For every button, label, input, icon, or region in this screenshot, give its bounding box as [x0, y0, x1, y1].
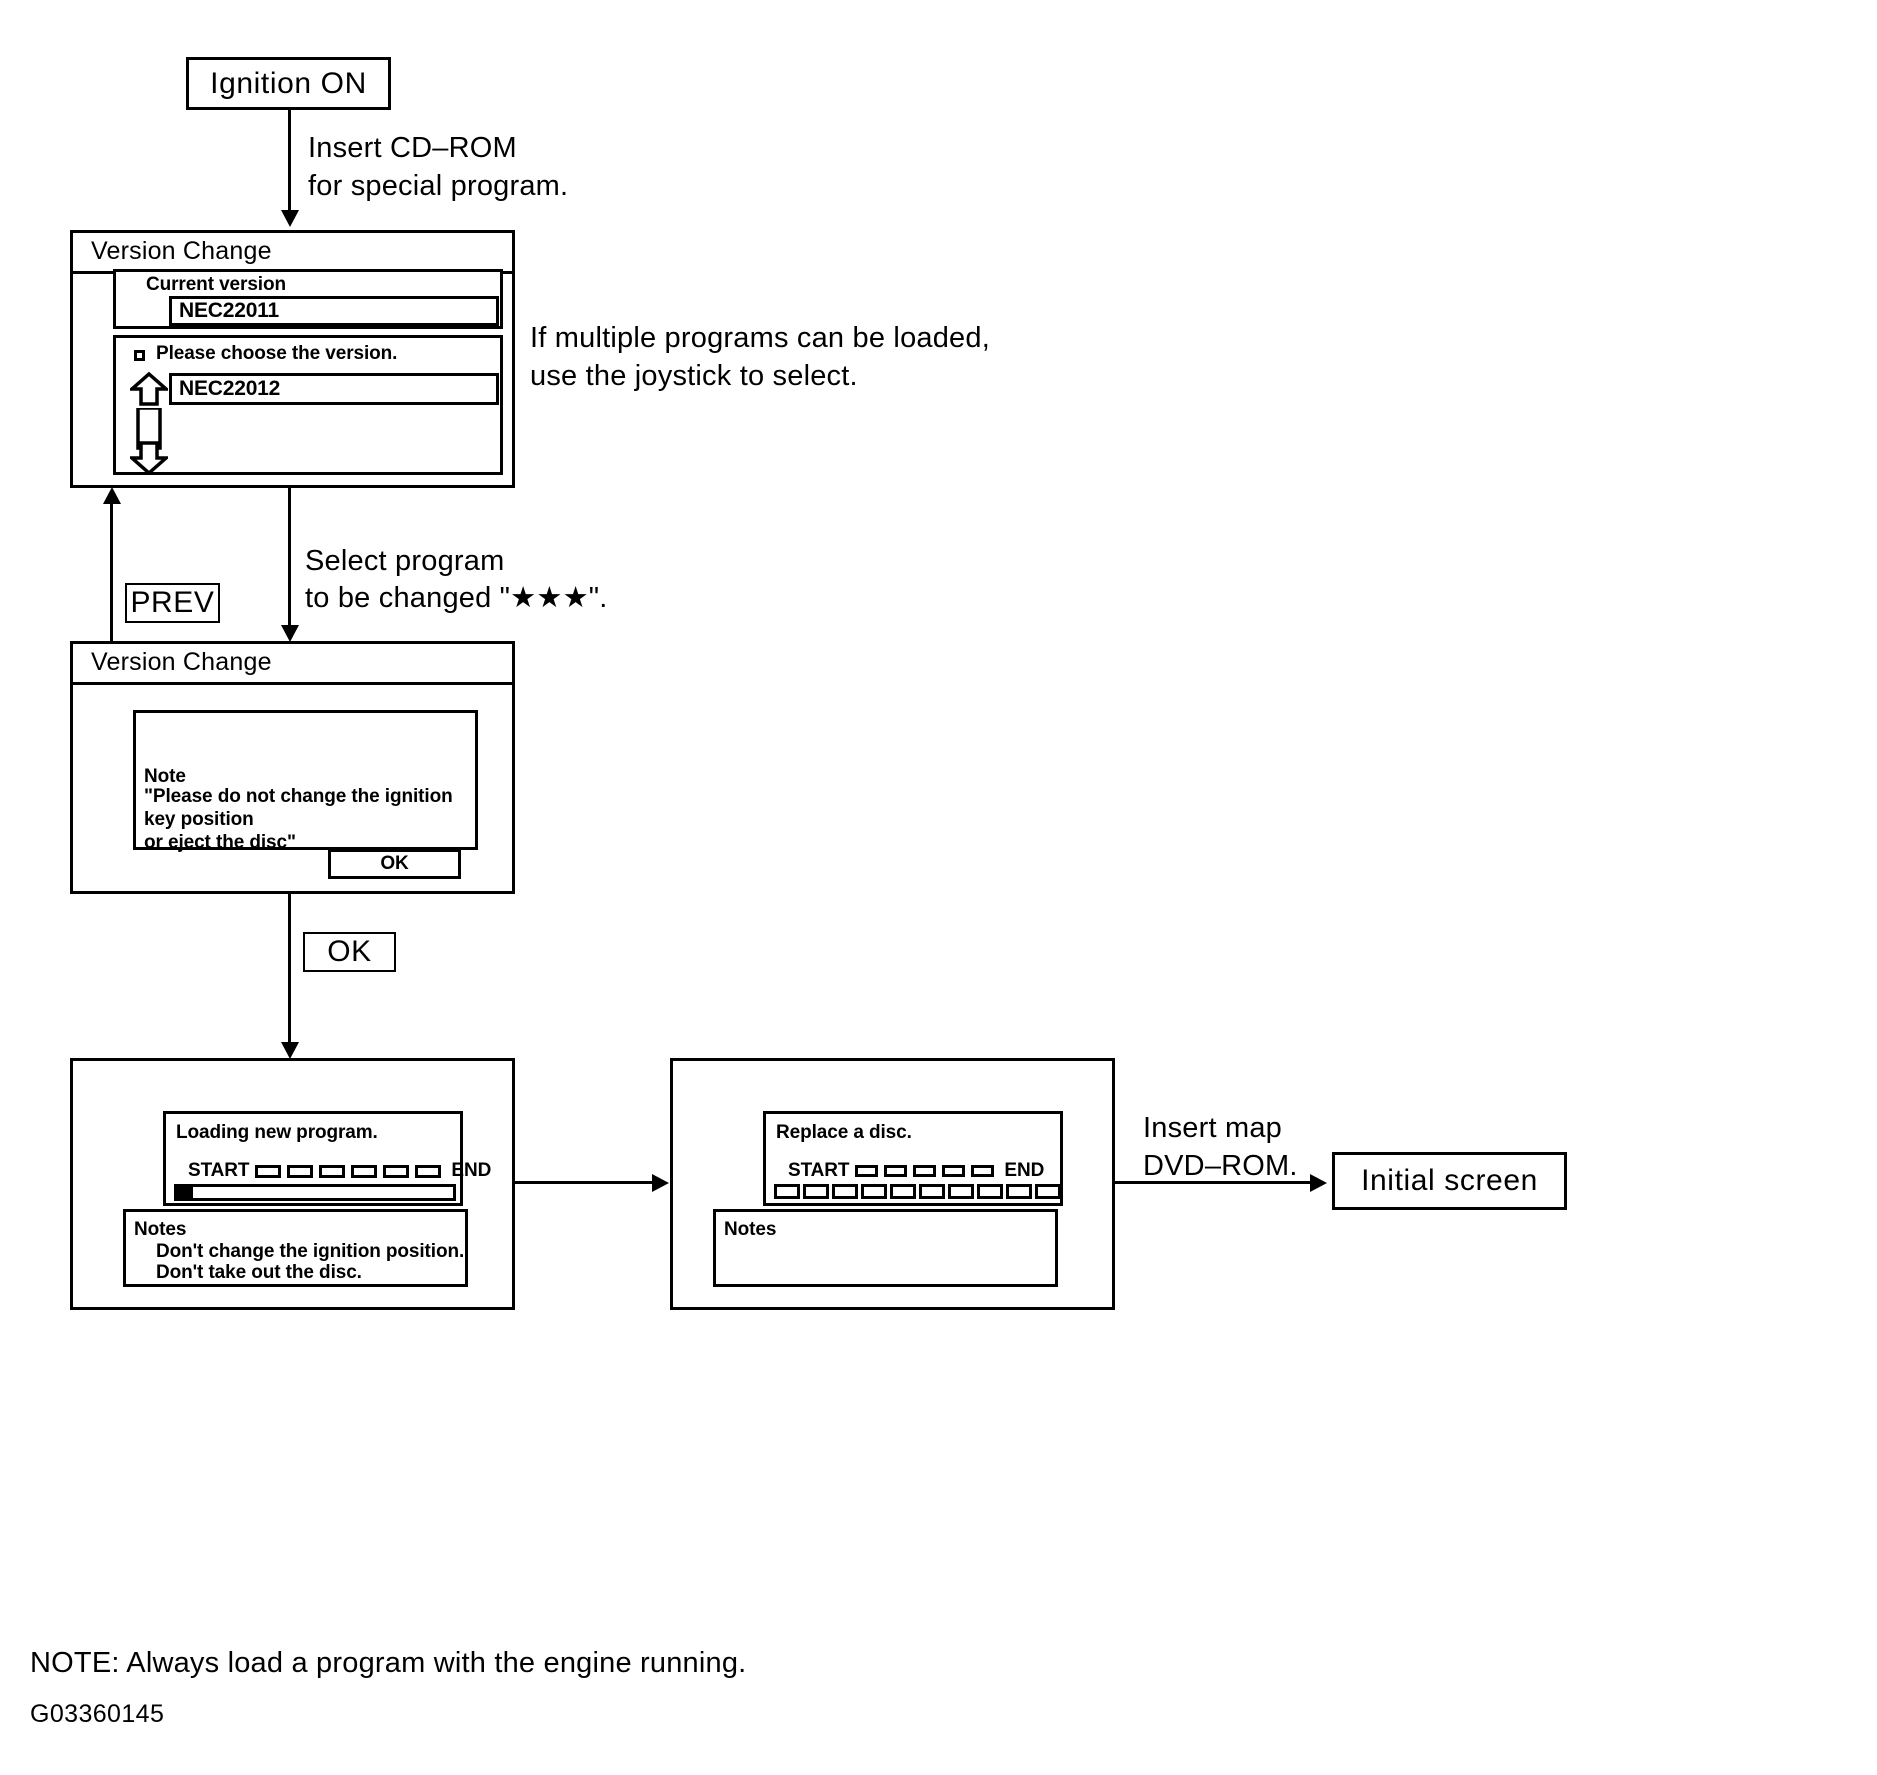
replace-end-label: END — [1004, 1160, 1045, 1181]
bullet-square-icon — [134, 350, 145, 361]
footer-note: NOTE: Always load a program with the eng… — [30, 1647, 747, 1679]
note-ok-button[interactable]: OK — [328, 849, 461, 879]
ok-flow-label: OK — [327, 935, 372, 968]
ignition-on-label: Ignition ON — [210, 66, 367, 100]
loading-panel: Loading new program. START END — [163, 1111, 491, 1206]
progress-segment — [884, 1165, 908, 1177]
progress-block — [832, 1184, 858, 1199]
loading-message: Loading new program. — [176, 1122, 378, 1143]
selected-version-field[interactable]: NEC22012 — [169, 373, 499, 405]
footer-doc-id: G03360145 — [30, 1700, 165, 1728]
progress-segment — [913, 1165, 937, 1177]
note-body: "Please do not change the ignition key p… — [144, 786, 453, 854]
progress-segment — [287, 1164, 314, 1178]
note-panel: Note "Please do not change the ignition … — [133, 710, 478, 853]
screen-replace-disc: Replace a disc. START END — [670, 1058, 1115, 1310]
replace-progress-segments: START END — [788, 1160, 1044, 1182]
initial-screen-box: Initial screen — [1332, 1152, 1567, 1210]
progress-block — [1006, 1184, 1032, 1199]
annotation-insert-cdrom: Insert CD–ROM for special program. — [308, 132, 569, 202]
progress-segment — [942, 1165, 966, 1177]
connector-replace-to-initial — [1115, 1181, 1315, 1184]
arrow-loading-to-replace — [652, 1174, 669, 1192]
prev-button[interactable]: PREV — [125, 583, 220, 623]
arrow-replace-to-initial — [1310, 1174, 1327, 1192]
connector-select-to-note — [288, 488, 291, 628]
choose-version-group: Please choose the version. NEC22012 — [113, 335, 503, 475]
annotation-select-program-text: Select program to be changed "★★★". — [305, 544, 608, 615]
connector-ignition-to-version — [288, 110, 291, 213]
current-version-field: NEC22011 — [169, 296, 499, 326]
replace-panel: Replace a disc. START END — [763, 1111, 1063, 1206]
screen-version-select: Version Change Current version NEC22011 … — [70, 230, 515, 488]
progress-block — [919, 1184, 945, 1199]
arrow-select-to-note — [281, 625, 299, 642]
screen-note-dialog-title: Version Change — [73, 644, 512, 685]
arrow-ignition-to-version — [281, 210, 299, 227]
progress-block — [977, 1184, 1003, 1199]
progress-block — [803, 1184, 829, 1199]
loading-start-label: START — [188, 1160, 250, 1181]
loading-progress-segments: START END — [188, 1160, 491, 1182]
connector-note-to-loading — [288, 894, 291, 1054]
progress-block — [774, 1184, 800, 1199]
replace-progress-blocks — [774, 1184, 1061, 1199]
arrow-prev-return — [103, 487, 121, 504]
note-heading: Note — [144, 766, 186, 787]
current-version-label: Current version — [146, 274, 286, 295]
connector-loading-to-replace — [515, 1181, 655, 1184]
loading-notes-panel: Notes Don't change the ignition position… — [123, 1209, 468, 1287]
loading-end-label: END — [451, 1160, 492, 1181]
replace-message: Replace a disc. — [776, 1122, 912, 1143]
progress-segment — [383, 1164, 410, 1178]
progress-block — [948, 1184, 974, 1199]
note-ok-label: OK — [380, 853, 409, 874]
replace-start-label: START — [788, 1160, 850, 1181]
progress-segment — [351, 1164, 378, 1178]
choose-version-prompt: Please choose the version. — [156, 343, 398, 364]
progress-segment — [415, 1164, 442, 1178]
connector-prev-return — [110, 497, 113, 645]
arrow-down-icon[interactable] — [130, 441, 168, 475]
progress-block — [861, 1184, 887, 1199]
progress-segment — [855, 1165, 879, 1177]
loading-notes-heading: Notes — [134, 1219, 187, 1240]
annotation-multiple-programs: If multiple programs can be loaded, use … — [530, 322, 990, 392]
arrow-up-icon[interactable] — [130, 372, 168, 406]
screen-version-select-title: Version Change — [73, 233, 512, 274]
progress-segment — [255, 1164, 282, 1178]
arrow-note-to-loading — [281, 1042, 299, 1059]
loading-notes-line-2: Don't take out the disc. — [156, 1262, 362, 1283]
replace-notes-panel: Notes — [713, 1209, 1058, 1287]
prev-button-label: PREV — [130, 586, 215, 619]
annotation-select-program: Select program to be changed "★★★". — [305, 505, 745, 618]
progress-block — [1035, 1184, 1061, 1199]
progress-segment — [971, 1165, 995, 1177]
annotation-insert-map-dvd: Insert map DVD–ROM. — [1143, 1112, 1298, 1182]
loading-progress-bar — [174, 1184, 456, 1201]
initial-screen-label: Initial screen — [1361, 1164, 1538, 1197]
ignition-on-box: Ignition ON — [186, 57, 391, 110]
ok-flow-button[interactable]: OK — [303, 932, 396, 972]
loading-progress-fill — [177, 1187, 193, 1198]
replace-notes-heading: Notes — [724, 1219, 777, 1240]
loading-notes-line-1: Don't change the ignition position. — [156, 1241, 465, 1262]
current-version-group: Current version NEC22011 — [113, 269, 503, 329]
progress-segment — [319, 1164, 346, 1178]
screen-note-dialog: Version Change Note "Please do not chang… — [70, 641, 515, 894]
screen-loading: Loading new program. START END Notes Don… — [70, 1058, 515, 1310]
progress-block — [890, 1184, 916, 1199]
